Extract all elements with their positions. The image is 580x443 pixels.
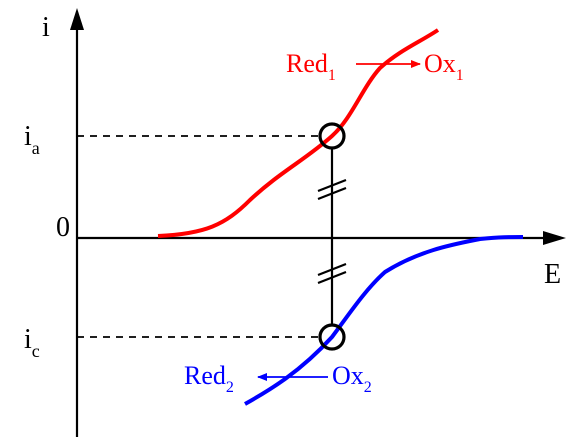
red2-label: Red2 [184, 361, 234, 396]
ia-label: ia [24, 121, 40, 158]
ic-label: ic [24, 324, 40, 361]
double-slash-icon [317, 178, 347, 201]
y-axis-arrowhead [70, 8, 84, 30]
ox1-label: Ox1 [424, 49, 464, 84]
circle-icon [318, 122, 346, 150]
ox2-label: Ox2 [332, 361, 372, 396]
anodic-curve [157, 28, 440, 238]
red1-label: Red1 [286, 49, 336, 84]
x-axis-label: E [544, 259, 561, 290]
y-axis-label: i [42, 12, 50, 43]
x-axis-arrowhead [543, 231, 566, 245]
circle-icon [318, 323, 346, 351]
double-slash-icon [317, 262, 347, 285]
origin-label: 0 [56, 212, 70, 243]
cathodic-curve [244, 235, 524, 406]
